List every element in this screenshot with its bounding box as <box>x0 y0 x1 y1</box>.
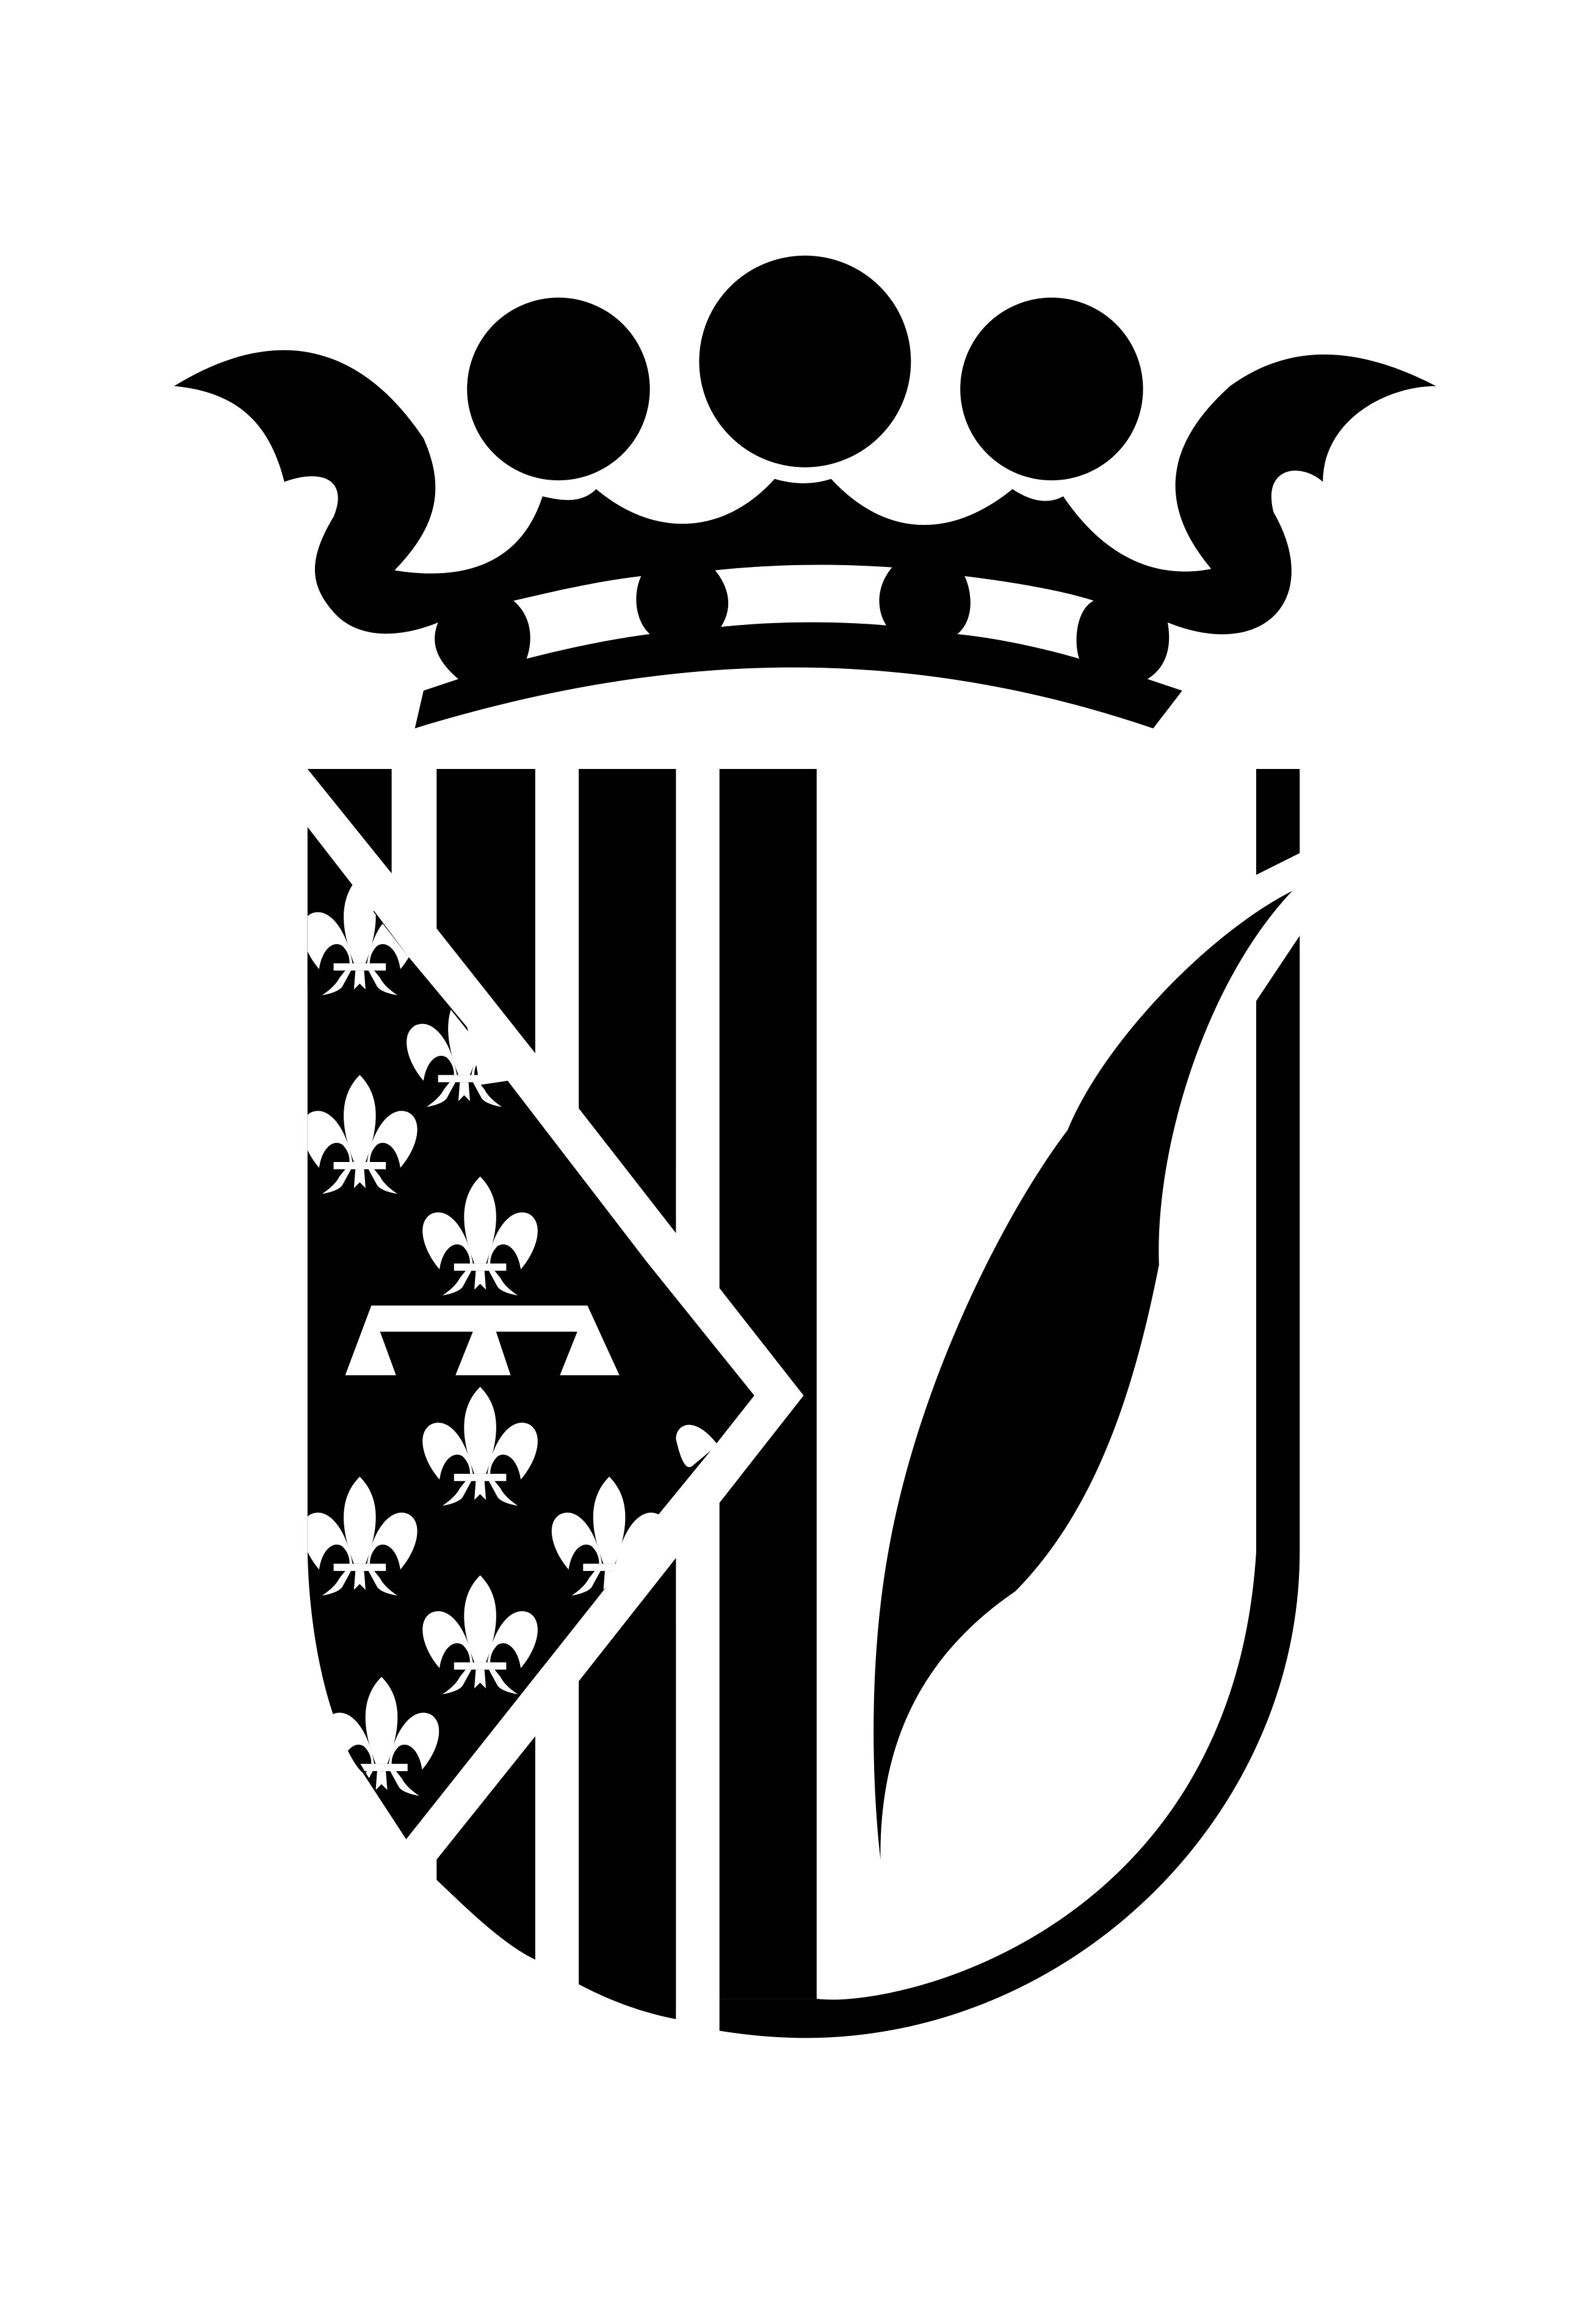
crown-body <box>174 350 1436 729</box>
shield-stripe-3 <box>719 769 817 1999</box>
crown-pearl-left <box>467 297 650 481</box>
fleur-de-lis-field <box>307 827 754 1839</box>
crown-pearl-center <box>699 255 911 467</box>
shield-stripe-2 <box>579 769 676 1233</box>
shield-stripe-2-lower <box>579 1557 676 2019</box>
shield-stripe-1-lower <box>436 1736 535 1960</box>
crown-pearl-right <box>960 297 1143 481</box>
shield <box>307 769 1300 2038</box>
shield-stripe-1 <box>436 769 535 1053</box>
crown-icon <box>174 255 1436 729</box>
quill-icon <box>873 890 1293 1860</box>
shield-border-right <box>1256 769 1300 875</box>
